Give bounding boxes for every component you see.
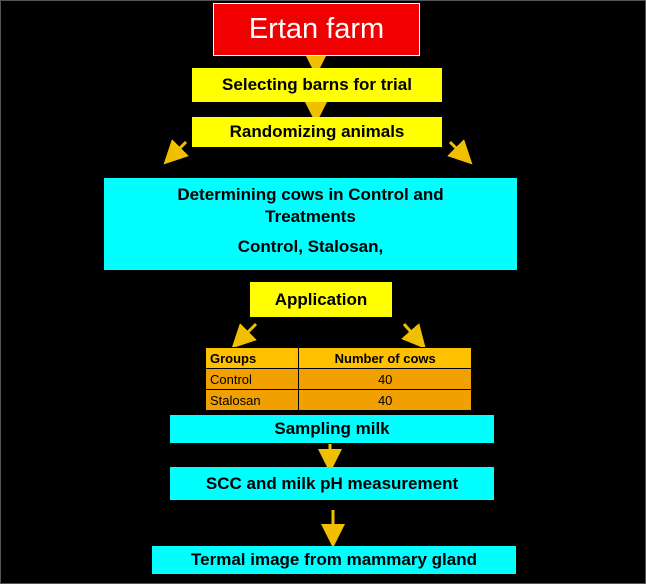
scc-measurement-label: SCC and milk pH measurement [205, 473, 459, 493]
arrow-random-right [447, 139, 473, 165]
randomize-box: Randomizing animals [192, 117, 442, 147]
randomize-label: Randomizing animals [229, 122, 405, 141]
determine-line-1: Determining cows in Control and [177, 185, 444, 204]
group-count: 40 [298, 368, 472, 390]
table-row: Control 40 [204, 368, 472, 390]
application-box: Application [250, 282, 392, 317]
groups-table: Groups Number of cows Control 40 Stalosa… [204, 347, 472, 411]
farm-title: Ertan farm [248, 13, 385, 45]
table-row: Stalosan 40 [204, 389, 472, 411]
determine-line-3: Control, Stalosan, [237, 237, 384, 256]
sampling-milk-box: Sampling milk [170, 415, 494, 443]
determine-cows-box: Determining cows in Control and Treatmen… [104, 178, 517, 270]
scc-measurement-box: SCC and milk pH measurement [170, 467, 494, 500]
group-name: Control [204, 368, 300, 390]
group-name: Stalosan [204, 389, 300, 411]
termal-image-box: Termal image from mammary gland [152, 546, 516, 574]
determine-line-2: Treatments [265, 207, 356, 226]
group-count: 40 [298, 389, 472, 411]
arrow-random-left [163, 139, 189, 165]
termal-image-label: Termal image from mammary gland [191, 550, 477, 569]
arrow-app-left [231, 322, 258, 349]
select-barns-box: Selecting barns for trial [192, 68, 442, 102]
application-label: Application [274, 289, 368, 309]
farm-title-box: Ertan farm [213, 3, 420, 56]
header-number-of-cows: Number of cows [298, 347, 472, 369]
header-groups: Groups [204, 347, 300, 369]
arrow-app-right [401, 323, 426, 350]
select-barns-label: Selecting barns for trial [222, 75, 412, 94]
table-header-row: Groups Number of cows [204, 347, 472, 369]
sampling-milk-label: Sampling milk [274, 419, 390, 438]
